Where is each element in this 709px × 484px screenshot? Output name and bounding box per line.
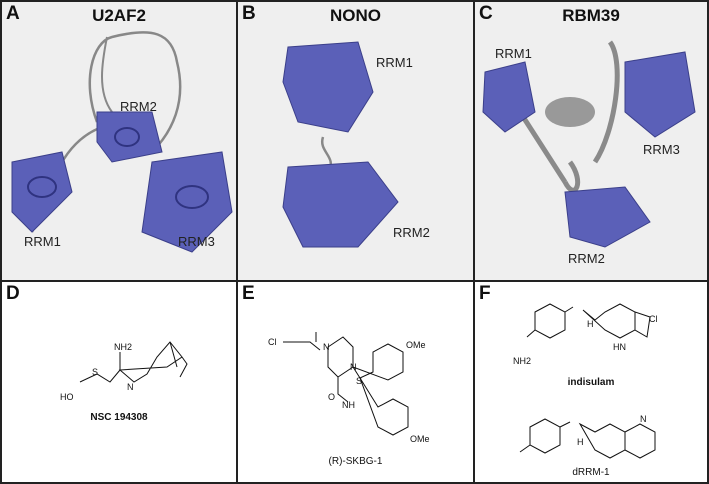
domain-label: RRM1 bbox=[495, 46, 532, 61]
skbg1-structure: Cl OMe OMe N N S O NH bbox=[268, 332, 430, 444]
sulfonamide-structures: Cl HN NH2 N H H bbox=[513, 303, 658, 459]
svg-text:NH2: NH2 bbox=[513, 356, 531, 366]
domain-label: RRM1 bbox=[376, 55, 413, 70]
svg-text:N: N bbox=[640, 414, 647, 424]
panel-title: U2AF2 bbox=[92, 6, 146, 25]
svg-text:NH: NH bbox=[342, 400, 355, 410]
panel-letter: F bbox=[479, 283, 491, 304]
svg-text:HO: HO bbox=[60, 392, 74, 402]
panel-a: A U2AF2 RRM1 RRM2 RRM3 bbox=[2, 2, 236, 280]
svg-text:O: O bbox=[328, 392, 335, 402]
svg-text:Cl: Cl bbox=[268, 337, 277, 347]
panel-letter: B bbox=[242, 3, 256, 24]
panel-letter: D bbox=[6, 283, 20, 304]
panel-letter: C bbox=[479, 3, 493, 24]
panel-d: NH2 HO S N D NSC 194308 bbox=[2, 282, 236, 482]
svg-text:N: N bbox=[350, 362, 357, 372]
svg-text:S: S bbox=[356, 376, 362, 386]
domain-label: RRM2 bbox=[120, 99, 157, 114]
nsc194308-structure: NH2 HO S N bbox=[60, 341, 188, 402]
svg-text:H: H bbox=[587, 319, 594, 329]
rbm39-structure bbox=[482, 40, 696, 248]
svg-text:H: H bbox=[577, 437, 584, 447]
domain-label: RRM3 bbox=[643, 142, 680, 157]
domain-label: RRM3 bbox=[178, 234, 215, 249]
svg-text:HN: HN bbox=[613, 342, 626, 352]
svg-text:N: N bbox=[323, 342, 330, 352]
panel-letter: E bbox=[242, 283, 255, 304]
svg-text:NH2: NH2 bbox=[114, 342, 132, 352]
panel-title: NONO bbox=[330, 6, 381, 25]
u2af2-structure bbox=[11, 31, 233, 253]
panel-letter: A bbox=[6, 3, 20, 24]
domain-label: RRM2 bbox=[393, 225, 430, 240]
nono-structure bbox=[282, 41, 399, 248]
compound-name: dRRM-1 bbox=[572, 467, 610, 478]
panel-f: Cl HN NH2 N H H F indisulam dRRM-1 bbox=[475, 282, 707, 482]
svg-text:N: N bbox=[127, 382, 134, 392]
domain-label: RRM1 bbox=[24, 234, 61, 249]
svg-text:Cl: Cl bbox=[649, 314, 658, 324]
compound-name: (R)-SKBG-1 bbox=[328, 456, 383, 467]
svg-text:S: S bbox=[92, 367, 98, 377]
svg-text:OMe: OMe bbox=[410, 434, 430, 444]
panel-e: Cl OMe OMe N N S O NH E (R)-SKBG-1 bbox=[238, 282, 473, 482]
panel-c: C RBM39 RRM1 RRM2 RRM3 bbox=[475, 2, 707, 280]
panel-b: B NONO RRM1 RRM2 bbox=[238, 2, 473, 280]
domain-label: RRM2 bbox=[568, 251, 605, 266]
compound-name: indisulam bbox=[567, 377, 615, 388]
svg-text:OMe: OMe bbox=[406, 340, 426, 350]
panel-title: RBM39 bbox=[562, 6, 620, 25]
compound-name: NSC 194308 bbox=[90, 412, 148, 423]
